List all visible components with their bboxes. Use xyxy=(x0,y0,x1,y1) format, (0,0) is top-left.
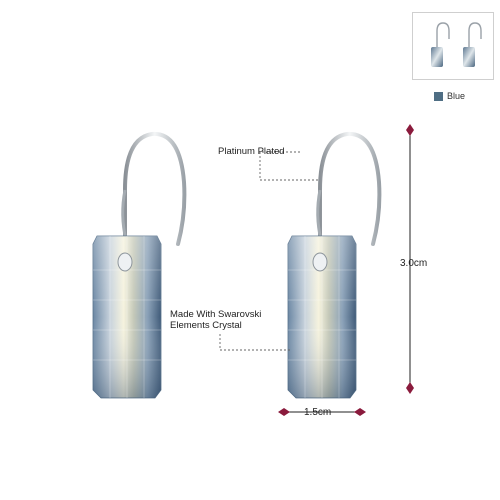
left-earring xyxy=(92,131,187,399)
width-dimension-line xyxy=(278,408,366,416)
crystal-annotation: Made With Swarovski Elements Crystal xyxy=(170,309,261,331)
color-swatch xyxy=(434,91,443,101)
crystal-annotation-line2: Elements Crystal xyxy=(170,320,242,331)
color-option-row[interactable]: Blue xyxy=(434,90,465,102)
plating-callout-line xyxy=(259,151,318,181)
right-earring xyxy=(287,131,382,399)
crystal-callout-line xyxy=(219,334,290,351)
height-dimension-label: 3.0cm xyxy=(400,258,428,269)
color-option-label: Blue xyxy=(447,91,466,101)
crystal-annotation-line1: Made With Swarovski xyxy=(170,309,262,320)
earring-thumbnail-image xyxy=(431,22,482,67)
plating-annotation: Platinum Plated xyxy=(218,146,285,157)
color-option-thumbnail[interactable] xyxy=(412,12,494,80)
height-dimension-line xyxy=(406,124,414,394)
width-dimension-label: 1.5cm xyxy=(304,407,332,418)
